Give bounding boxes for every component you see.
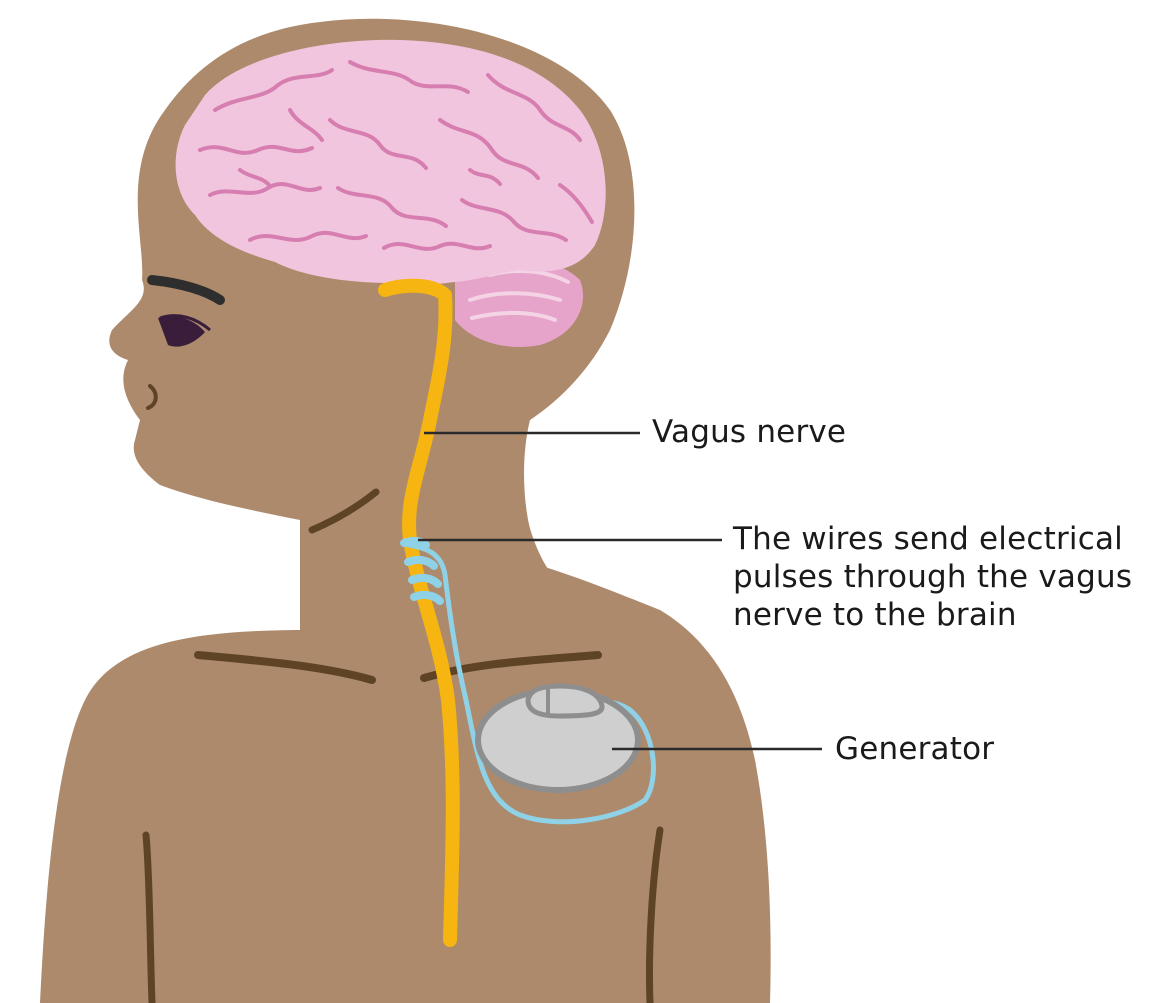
generator-label: Generator — [835, 730, 994, 768]
wires-label: The wires send electrical pulses through… — [733, 520, 1132, 634]
wires-label-line-3: nerve to the brain — [733, 596, 1132, 634]
vagus-nerve-label: Vagus nerve — [652, 413, 846, 451]
wires-label-line-1: The wires send electrical — [733, 520, 1132, 558]
cerebrum — [176, 40, 606, 286]
generator-device — [478, 686, 638, 790]
wires-label-line-2: pulses through the vagus — [733, 558, 1132, 596]
